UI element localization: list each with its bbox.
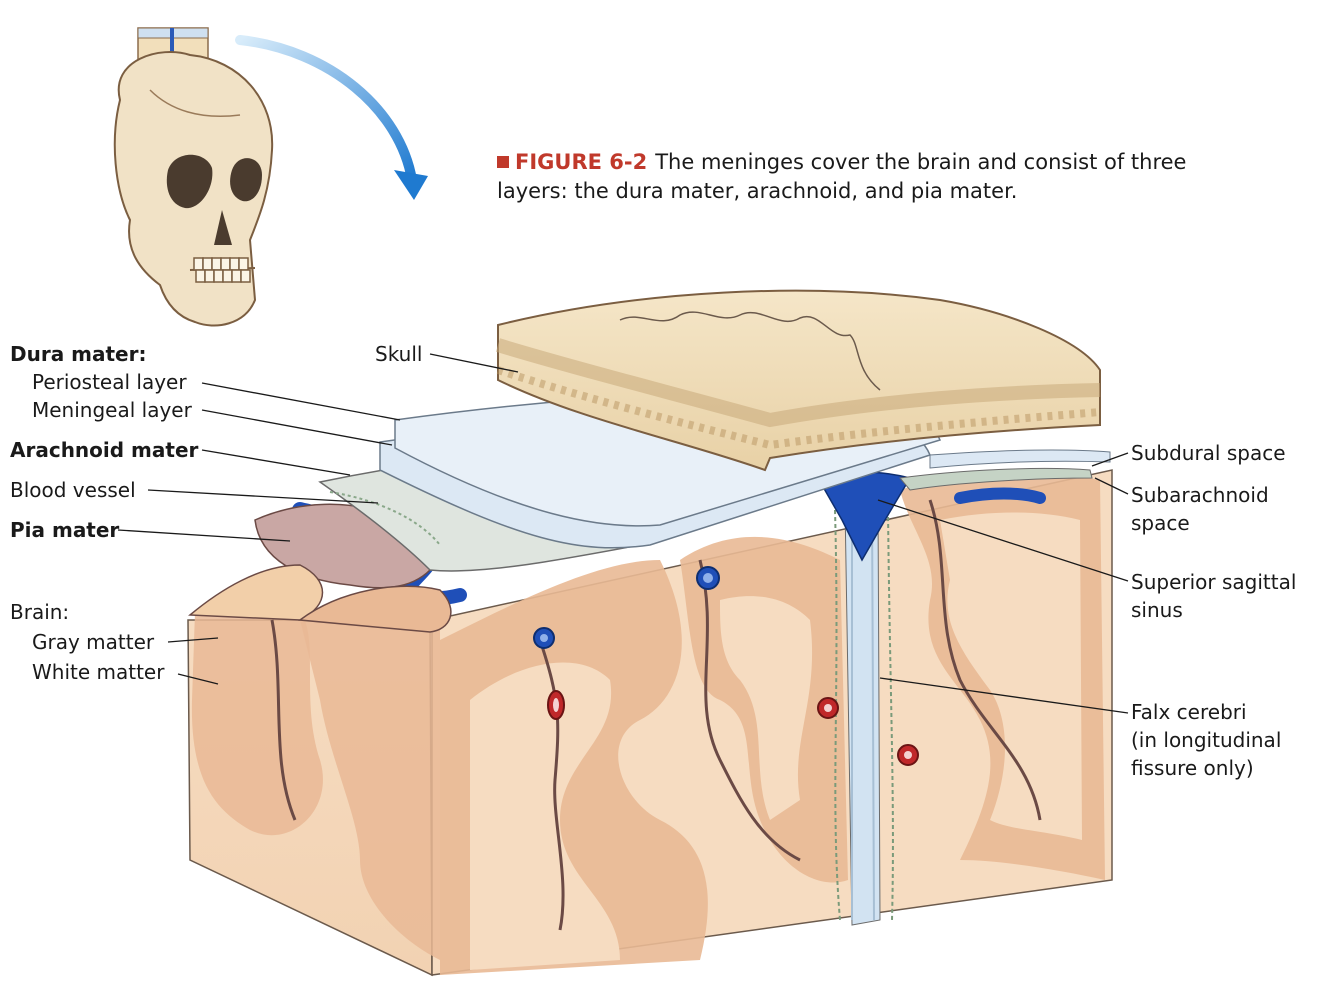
label-arachnoid-mater: Arachnoid mater: [10, 438, 198, 462]
label-pia-mater: Pia mater: [10, 518, 119, 542]
label-falx-cerebri-line3: fissure only): [1131, 756, 1254, 780]
label-subdural-space: Subdural space: [1131, 441, 1286, 465]
label-blood-vessel: Blood vessel: [10, 478, 136, 502]
label-superior-sagittal-sinus-line1: Superior sagittal: [1131, 570, 1296, 594]
label-gray-matter: Gray matter: [32, 630, 154, 654]
label-white-matter: White matter: [32, 660, 164, 684]
label-meningeal-layer: Meningeal layer: [32, 398, 192, 422]
label-subarachnoid-line2: space: [1131, 511, 1190, 535]
label-superior-sagittal-sinus-line2: sinus: [1131, 598, 1183, 622]
skull-icon: [115, 28, 272, 326]
label-periosteal-layer: Periosteal layer: [32, 370, 187, 394]
label-skull: Skull: [375, 342, 422, 366]
label-dura-mater: Dura mater:: [10, 342, 146, 366]
figure-number: FIGURE 6-2: [515, 150, 647, 174]
label-brain: Brain:: [10, 600, 69, 624]
label-subarachnoid-line1: Subarachnoid: [1131, 483, 1269, 507]
label-falx-cerebri-line2: (in longitudinal: [1131, 728, 1281, 752]
label-falx-cerebri-line1: Falx cerebri: [1131, 700, 1247, 724]
caption-square-icon: [497, 156, 509, 168]
